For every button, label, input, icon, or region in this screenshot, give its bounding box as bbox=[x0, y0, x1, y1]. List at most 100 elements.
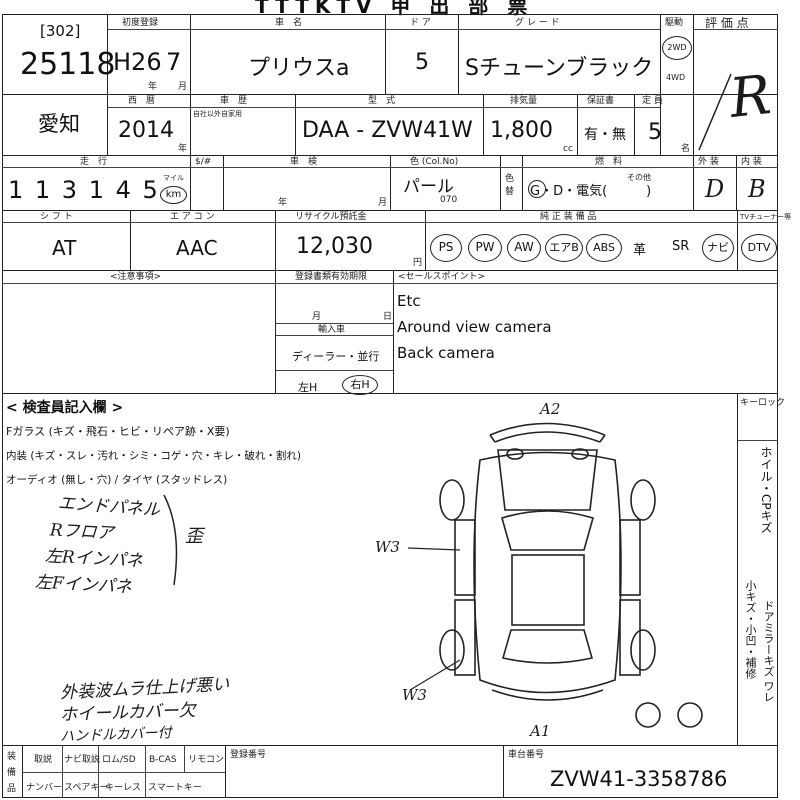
displacement-value: 1,800 bbox=[490, 118, 553, 143]
footer-item-remote: リモコン bbox=[188, 755, 225, 765]
equip-airbag: エアB bbox=[545, 234, 583, 262]
capacity-unit: 名 bbox=[681, 144, 691, 154]
history-sub: 自社以外自家用 bbox=[193, 110, 242, 118]
col-divider bbox=[107, 94, 108, 155]
warranty-value: 有・無 bbox=[584, 127, 626, 143]
sales-label: <セールスポイント> bbox=[398, 272, 486, 282]
key-lock-label: キーロック bbox=[740, 398, 786, 408]
equip-sr: SR bbox=[672, 239, 690, 254]
month-label: 月 bbox=[178, 82, 188, 92]
sales-point: Back camera bbox=[397, 344, 495, 362]
equip-dtv: DTV bbox=[741, 234, 777, 262]
shift-value: AT bbox=[52, 236, 77, 260]
equip-label: PS bbox=[438, 240, 454, 254]
sales-point: Around view camera bbox=[397, 318, 552, 336]
col-divider bbox=[130, 210, 131, 270]
reg-month: 月 bbox=[312, 312, 322, 322]
caution-label: <注意事項> bbox=[110, 272, 162, 282]
header-title: TTTKTV 甲 出 部 票 bbox=[255, 0, 534, 18]
label-underline bbox=[275, 335, 393, 336]
year-ad-unit: 年 bbox=[178, 144, 188, 154]
capacity-label: 定 員 bbox=[642, 96, 663, 106]
chassis-number: ZVW41-3358786 bbox=[550, 767, 728, 791]
col-divider bbox=[184, 745, 185, 772]
col-divider bbox=[522, 155, 523, 210]
handwritten-note: 左Fインパネ bbox=[34, 572, 133, 598]
fuel-value: G・D・電気( ) bbox=[530, 184, 652, 199]
equip-abs: ABS bbox=[586, 234, 622, 262]
footer-item-keyless: キーレス bbox=[105, 783, 142, 793]
mileage-label: 走 行 bbox=[80, 157, 108, 167]
handwritten-note: ハンドルカバー付 bbox=[59, 725, 172, 745]
col-divider bbox=[393, 270, 394, 393]
year-ad-value: 2014 bbox=[118, 118, 174, 143]
col-divider bbox=[483, 94, 484, 155]
equip-ps: PS bbox=[430, 234, 462, 262]
color-no: 070 bbox=[440, 195, 458, 205]
first-reg-value: H26 bbox=[113, 48, 162, 76]
footer-col-label: 装 bbox=[7, 752, 17, 762]
damage-mark-w3: W3 bbox=[375, 538, 400, 556]
yen-unit: 円 bbox=[413, 258, 423, 268]
reg-number-label: 登録番号 bbox=[230, 750, 267, 760]
row-divider bbox=[2, 270, 778, 271]
row-divider bbox=[2, 393, 778, 394]
col-divider bbox=[62, 745, 63, 798]
grade-value: Sチューンブラック bbox=[465, 56, 654, 81]
col-divider bbox=[660, 14, 661, 155]
color-value: パール bbox=[403, 177, 454, 197]
inspection-year: 年 bbox=[278, 198, 288, 208]
row-divider bbox=[2, 94, 778, 95]
col-divider bbox=[390, 155, 391, 210]
dealer-parallel: ディーラー・並行 bbox=[292, 350, 380, 363]
inspector-line-3: オーディオ (無し・穴) / タイヤ (スタッドレス) bbox=[6, 474, 228, 486]
handwritten-note: Rフロア bbox=[49, 520, 115, 544]
footer-item-smart-key: スマートキー bbox=[148, 783, 202, 793]
col-divider bbox=[275, 210, 276, 270]
right-handle-circle: 右H bbox=[342, 375, 378, 395]
exterior-label: 外 装 bbox=[698, 157, 719, 167]
label-underline bbox=[2, 222, 778, 223]
model-label: 型 式 bbox=[368, 96, 396, 106]
footer-item-navi-manual: ナビ取説 bbox=[64, 755, 101, 765]
warranty-label: 保証書 bbox=[587, 96, 615, 106]
label-underline bbox=[275, 323, 393, 324]
car-name-label: 車 名 bbox=[275, 18, 303, 28]
code-big: 25118 bbox=[20, 47, 116, 82]
exterior-value: D bbox=[705, 175, 725, 203]
equip-label: AW bbox=[514, 240, 534, 254]
col-divider bbox=[295, 94, 296, 155]
side-text: ホイル・CPキズ bbox=[759, 446, 773, 534]
year-ad-label: 西 暦 bbox=[128, 96, 156, 106]
capacity-value: 5 bbox=[648, 120, 662, 145]
shift-label: シ フ ト bbox=[40, 212, 73, 222]
car-name: プリウスa bbox=[248, 56, 350, 81]
right-handle: 右H bbox=[350, 378, 370, 391]
col-divider bbox=[458, 14, 459, 94]
col-divider bbox=[500, 155, 501, 210]
row-divider bbox=[2, 745, 778, 746]
col-divider bbox=[190, 155, 191, 210]
fuel-other: その他 bbox=[627, 173, 651, 182]
inspection-month: 月 bbox=[378, 198, 388, 208]
area-value: 愛知 bbox=[38, 112, 80, 136]
footer-item-bcas: B-CAS bbox=[149, 755, 177, 765]
label-underline bbox=[693, 29, 778, 30]
footer-item-rom: ロム/SD bbox=[102, 755, 136, 765]
footer-col-label: 備 bbox=[7, 768, 17, 778]
inspector-title: < 検査員記入欄 > bbox=[6, 400, 124, 416]
grade-label: グ レ ー ド bbox=[515, 18, 560, 28]
label-underline bbox=[2, 167, 778, 168]
handwritten-note: 左Rインパネ bbox=[44, 546, 144, 572]
drive-label: 駆動 bbox=[665, 18, 684, 28]
label-underline bbox=[2, 283, 778, 284]
col-divider bbox=[22, 745, 23, 798]
handwritten-note: ホイールカバー欠 bbox=[59, 700, 196, 726]
first-reg-label: 初度登録 bbox=[122, 18, 159, 28]
col-divider bbox=[425, 210, 426, 270]
year-label: 年 bbox=[148, 82, 158, 92]
score-slash bbox=[698, 73, 732, 151]
cc-unit: cc bbox=[563, 144, 573, 154]
interior-label: 内 装 bbox=[741, 157, 762, 167]
damage-mark-a1: A1 bbox=[530, 722, 551, 740]
